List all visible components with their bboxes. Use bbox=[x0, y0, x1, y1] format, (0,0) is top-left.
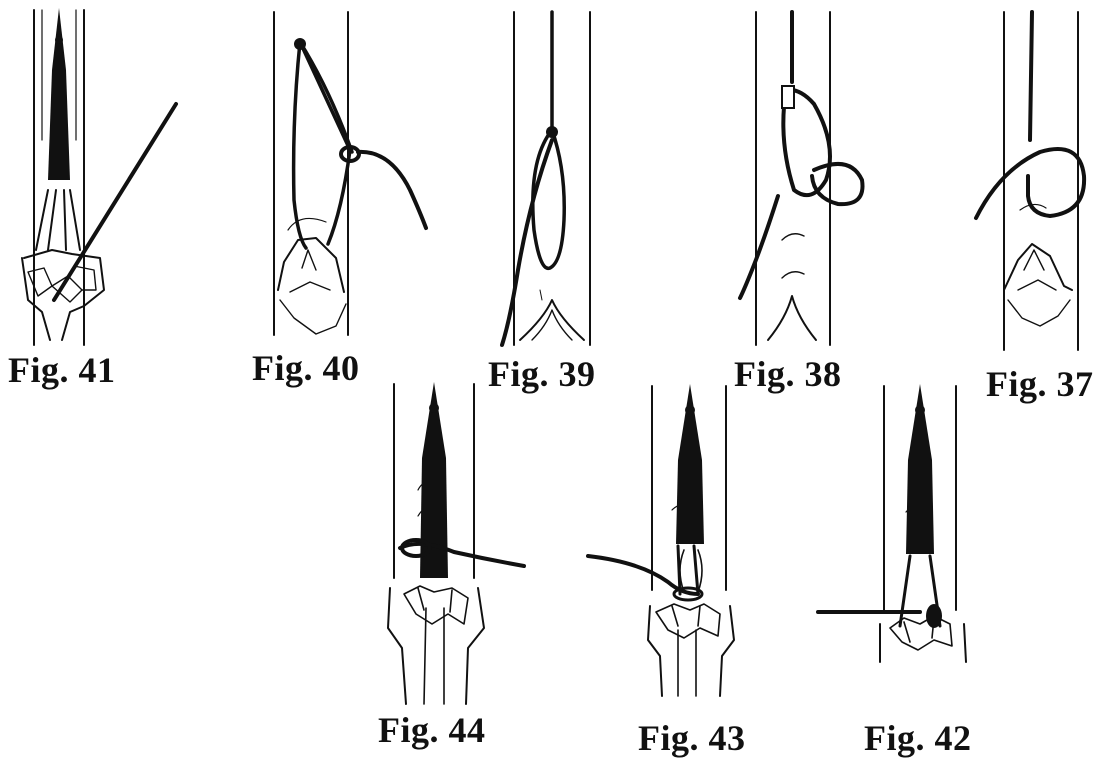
figure-37-drawing bbox=[960, 0, 1102, 410]
figure-40-drawing bbox=[240, 0, 440, 400]
figure-40: Fig. 40 bbox=[240, 0, 440, 400]
figure-42-caption: Fig. 42 bbox=[864, 720, 972, 756]
figure-38: Fig. 38 bbox=[720, 0, 880, 400]
figure-44-drawing bbox=[360, 378, 560, 764]
figure-44: Fig. 44 bbox=[360, 378, 560, 764]
figure-37-caption: Fig. 37 bbox=[986, 366, 1094, 402]
figure-41-caption: Fig. 41 bbox=[8, 352, 116, 388]
figure-43: Fig. 43 bbox=[580, 380, 780, 764]
figure-41-drawing bbox=[0, 0, 200, 400]
figure-43-caption: Fig. 43 bbox=[638, 720, 746, 756]
figure-38-drawing bbox=[720, 0, 880, 400]
figure-40-caption: Fig. 40 bbox=[252, 350, 360, 386]
figure-44-caption: Fig. 44 bbox=[378, 712, 486, 748]
figure-39: Fig. 39 bbox=[480, 0, 640, 400]
figure-43-drawing bbox=[580, 380, 780, 764]
figure-39-drawing bbox=[480, 0, 640, 400]
figure-41: Fig. 41 bbox=[0, 0, 200, 400]
figure-37: Fig. 37 bbox=[960, 0, 1102, 410]
figure-42-drawing bbox=[810, 380, 990, 764]
figure-42: Fig. 42 bbox=[810, 380, 990, 764]
